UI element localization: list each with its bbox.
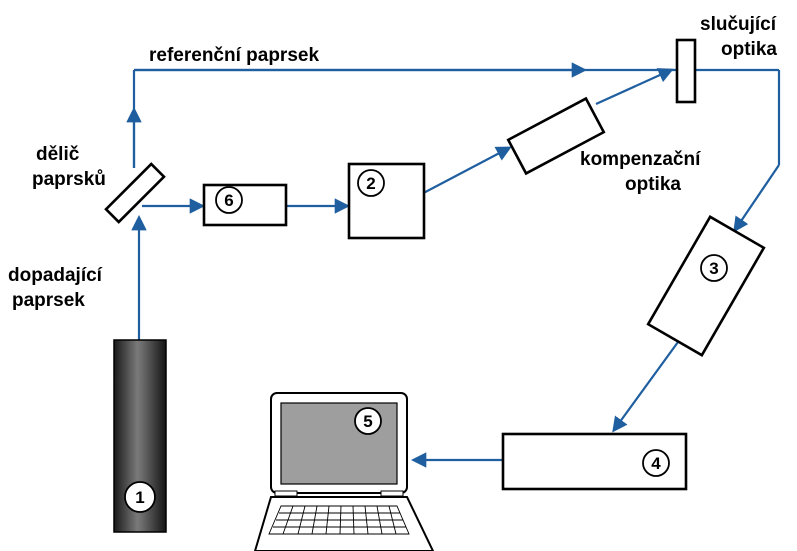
label-compensation-optics-line1: kompenzační bbox=[580, 149, 701, 170]
marker-4: 4 bbox=[651, 454, 661, 473]
label-combining-optics-line2: optika bbox=[721, 39, 777, 60]
label-beam-splitter-line1: dělič bbox=[36, 144, 80, 165]
component-2: 2 bbox=[347, 162, 426, 240]
component-4: 4 bbox=[501, 432, 688, 491]
marker-2: 2 bbox=[366, 174, 375, 193]
marker-5: 5 bbox=[363, 412, 372, 431]
compensation-optics bbox=[506, 96, 606, 176]
component-6: 6 bbox=[202, 183, 288, 227]
label-beam-splitter-line2: paprsků bbox=[32, 169, 106, 190]
laptop-keyboard bbox=[268, 505, 410, 535]
label-combining-optics-line1: slučující bbox=[700, 14, 777, 35]
combining-optics bbox=[675, 38, 697, 104]
beam-paths bbox=[126, 62, 781, 468]
beam-splitter bbox=[104, 162, 166, 224]
label-incident-beam-line1: dopadající bbox=[8, 265, 103, 286]
3-to-4-beam bbox=[612, 341, 679, 433]
2-to-compensation-beam bbox=[413, 146, 512, 199]
to-3-beam bbox=[733, 164, 780, 233]
label-compensation-optics-line2: optika bbox=[625, 174, 681, 195]
label-incident-beam-line2: paprsek bbox=[12, 290, 85, 311]
marker-6: 6 bbox=[224, 191, 233, 210]
marker-3: 3 bbox=[709, 259, 718, 278]
label-reference-beam: referenční paprsek bbox=[149, 45, 319, 66]
component-3: 3 bbox=[646, 215, 766, 357]
compensation-to-combiner-beam bbox=[595, 68, 674, 106]
laser-source: 1 bbox=[113, 339, 167, 533]
laptop-computer: 5 bbox=[253, 392, 435, 551]
marker-1: 1 bbox=[135, 488, 144, 507]
